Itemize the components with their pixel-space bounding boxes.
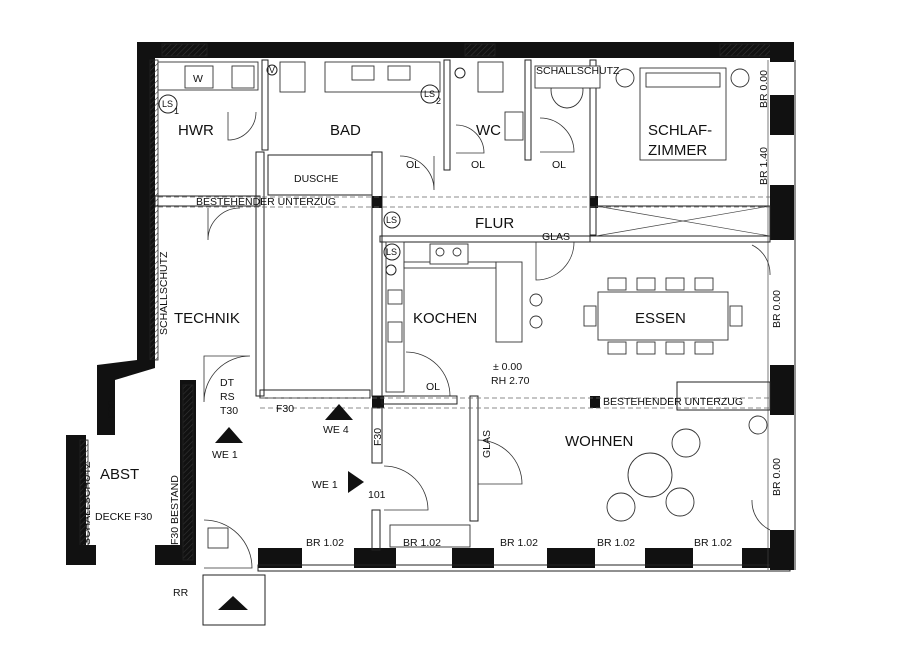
br-right-4: BR 0.00 [771,458,783,496]
br-bottom-1: BR 1.02 [306,537,344,549]
rs-label: RS [220,391,235,403]
beam-lines [158,196,770,409]
window-labels-right: BR 0.00 BR 1.40 BR 0.00 BR 0.00 [758,70,783,496]
br-bottom-3: BR 1.02 [500,537,538,549]
f30-door-label: F30 [276,403,294,415]
br-bottom-5: BR 1.02 [694,537,732,549]
ls1-sub: 1 [174,106,179,116]
dusche-label: DUSCHE [294,173,338,185]
room-labels: HWR BAD WC SCHLAF- ZIMMER FLUR TECHNIK K… [100,122,712,483]
unterzug-top: BESTEHENDER UNTERZUG [196,196,336,208]
room-flur: FLUR [475,215,514,232]
room-schlafzimmer-2: ZIMMER [648,142,707,159]
br-right-1: BR 0.00 [758,70,770,108]
unterzug-right: BESTEHENDER UNTERZUG [603,396,743,408]
f30-kochen-label: F30 [372,428,384,446]
we1-left-label: WE 1 [212,449,238,461]
annotations: W SCHALLSCHUTZ DUSCHE BESTEHENDER UNTERZ… [81,65,743,599]
t30-label: T30 [220,405,238,417]
level-label: ± 0.00 [493,361,522,373]
room-hwr: HWR [178,122,214,139]
glas-wohnen-label: GLAS [481,430,493,458]
room-kochen: KOCHEN [413,310,477,327]
ls4-label: LS [386,247,397,257]
room-schlafzimmer-1: SCHLAF- [648,122,712,139]
br-bottom-2: BR 1.02 [403,537,441,549]
w-label: W [193,73,203,85]
dt-label: DT [220,377,235,389]
ls2-label: LS [424,89,435,99]
entrance-arrow [218,596,248,610]
entry-arrows [215,404,364,610]
br-right-2: BR 1.40 [758,147,770,185]
room-technik: TECHNIK [174,310,240,327]
interior-walls [154,59,771,551]
ls-markers [158,64,466,276]
room-bad: BAD [330,122,361,139]
we1-left-arrow [215,427,243,443]
f30-bestand-label: F30 BESTAND [169,475,181,545]
ol-schlaf: OL [552,159,566,171]
ls2-sub: 2 [436,96,441,106]
room-wc: WC [476,122,501,139]
rh-label: RH 2.70 [491,375,530,387]
f30-abst-label: F30 [106,400,118,418]
furniture [157,61,768,549]
door-101-label: 101 [368,489,386,501]
window-labels-bottom: BR 1.02 BR 1.02 BR 1.02 BR 1.02 BR 1.02 [306,537,732,549]
schallschutz-abst: SCHALLSCHUTZ [81,461,93,545]
we1-mid-label: WE 1 [312,479,338,491]
room-wohnen: WOHNEN [565,433,633,450]
glas-flur: GLAS [542,231,570,243]
br-right-3: BR 0.00 [771,290,783,328]
ls1-label: LS [162,99,173,109]
ol-kochen: OL [426,381,440,393]
we4-arrow [325,404,353,420]
room-abst: ABST [100,466,139,483]
schallschutz-top: SCHALLSCHUTZ [536,65,620,77]
v-label: V [269,65,275,75]
schallschutz-left: SCHALLSCHUTZ [158,251,170,335]
room-essen: ESSEN [635,310,686,327]
decke-label: DECKE F30 [95,511,152,523]
ls3-label: LS [386,215,397,225]
doors [202,111,771,626]
ol-bad: OL [406,159,420,171]
we4-label: WE 4 [323,424,349,436]
ol-wc: OL [471,159,485,171]
br-bottom-4: BR 1.02 [597,537,635,549]
exterior-walls [66,42,796,572]
we1-mid-arrow [348,471,364,493]
rr-label: RR [173,587,189,599]
